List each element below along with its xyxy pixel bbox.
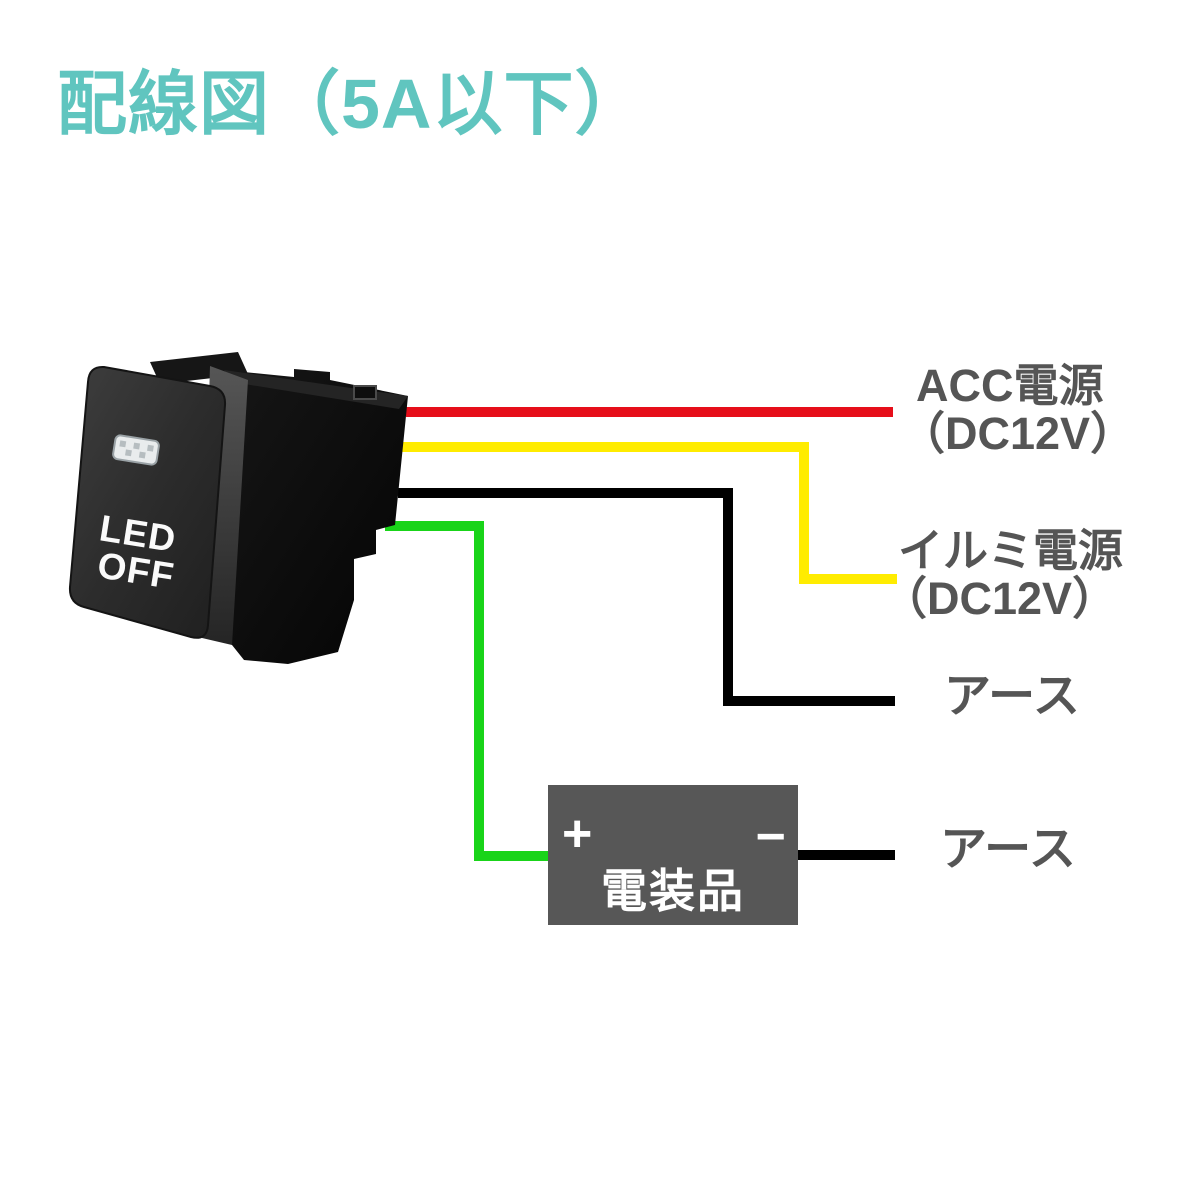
illumination-wire [402, 442, 897, 584]
device-box: + − 電装品 [548, 785, 798, 925]
acc-power-label-line1: ACC電源 [916, 360, 1104, 411]
switch-illustration: LED OFF [68, 352, 408, 664]
wires [385, 407, 897, 861]
page-title: 配線図（5A以下） [57, 65, 646, 143]
led-indicator-icon [112, 434, 160, 466]
illumination-power-label-line1: イルミ電源 [898, 525, 1124, 576]
switch-body-notch [353, 385, 377, 400]
device-ground-label: アース [940, 822, 1076, 875]
minus-terminal-symbol: − [755, 808, 786, 866]
ground-wire [398, 488, 895, 706]
illumination-power-label-line2: （DC12V） [882, 573, 1118, 624]
acc-power-label-line2: （DC12V） [900, 408, 1136, 459]
switch-cap [68, 365, 227, 639]
device-positive-wire [385, 521, 552, 861]
ground-label: アース [944, 669, 1080, 722]
illumination-power-label: イルミ電源 （DC12V） [882, 525, 1124, 623]
device-box-label: 電装品 [601, 865, 745, 918]
acc-power-label: ACC電源 （DC12V） [900, 360, 1135, 458]
plus-terminal-symbol: + [562, 805, 593, 863]
switch-body [224, 369, 408, 664]
